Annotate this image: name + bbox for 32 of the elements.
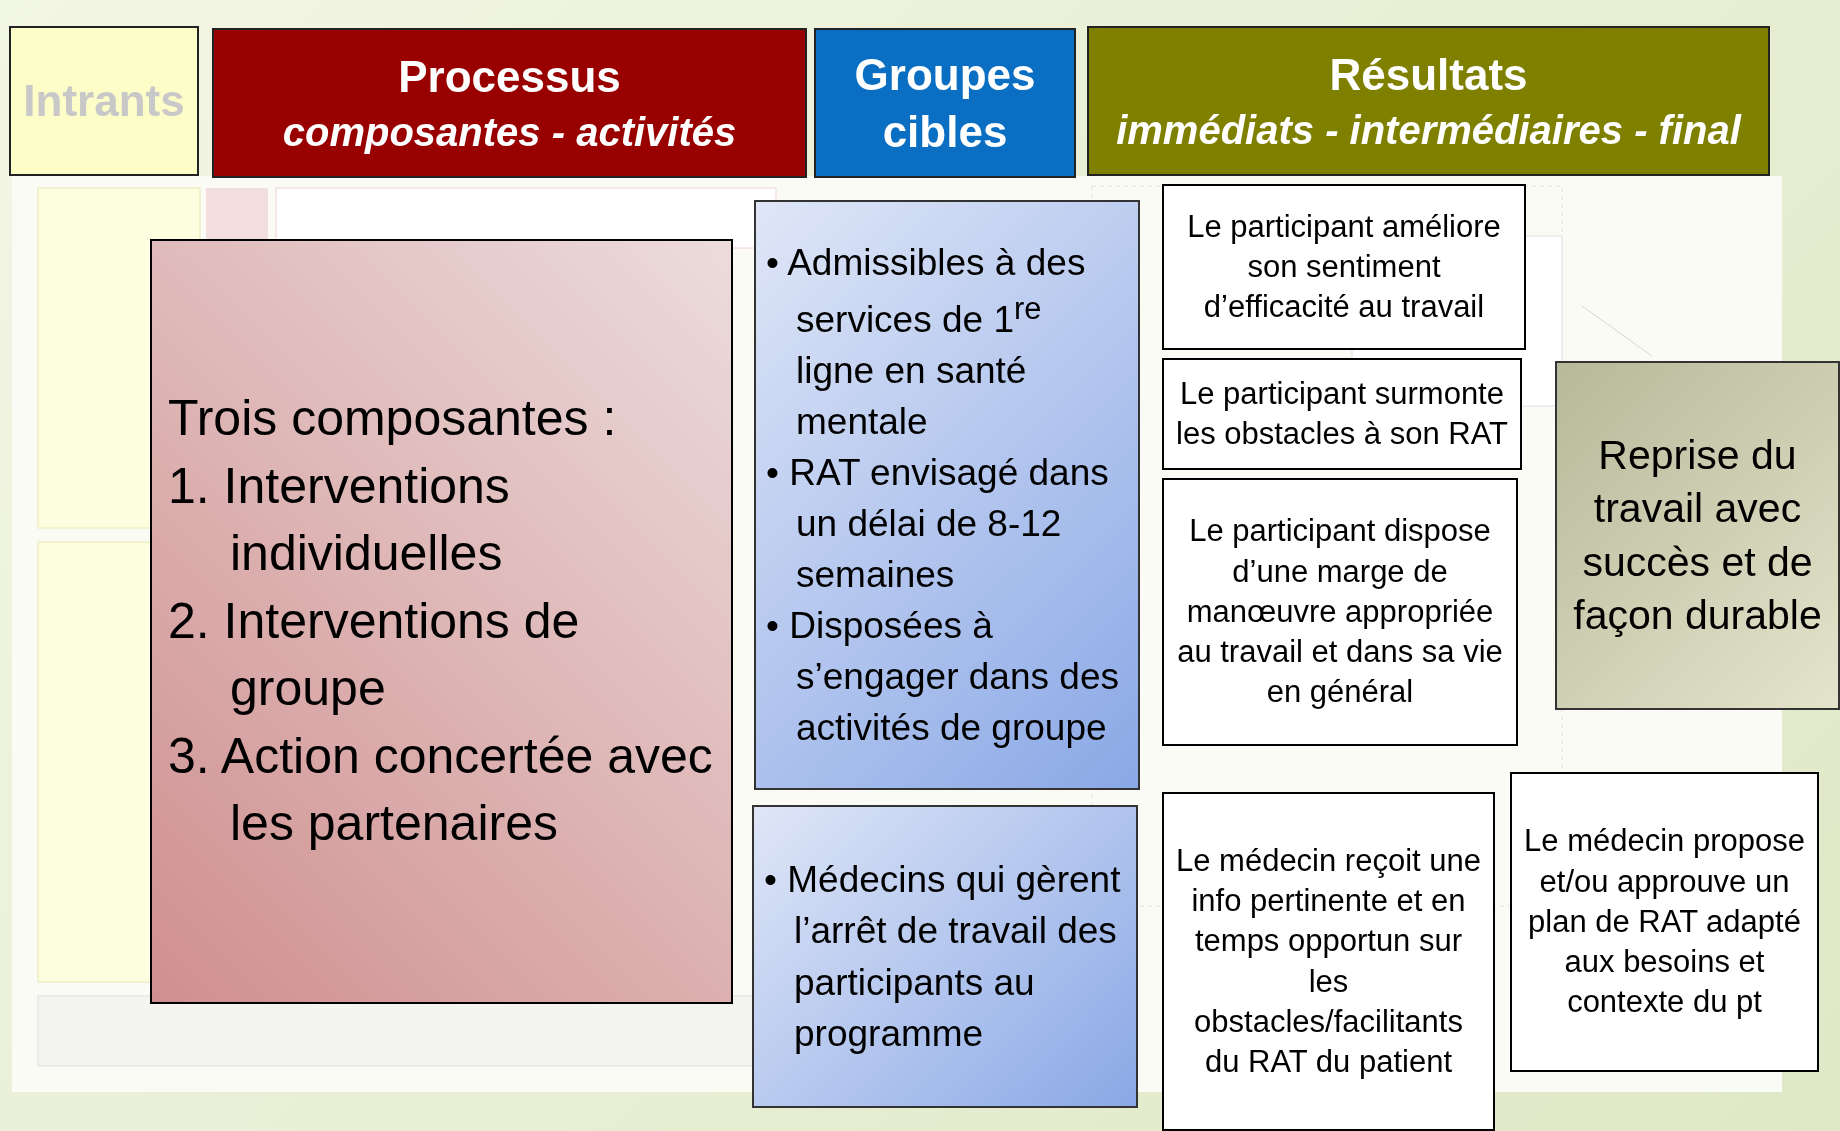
- box-text: Le médecin propose et/ou approuve un plan de RAT adapté aux besoins et contexte du pt: [1523, 822, 1806, 1022]
- header-title: Groupes cibles: [853, 48, 1037, 158]
- header-title: Processus: [398, 51, 621, 104]
- components-box: [150, 239, 733, 1004]
- box-text: Reprise du travail avec succès et de façon durable: [1572, 430, 1823, 640]
- list-item: 1. Interventions individuelles: [168, 456, 511, 584]
- intrants-header: [9, 26, 199, 176]
- outcome-box: [1510, 772, 1819, 1072]
- results-header: [1087, 26, 1770, 176]
- physician-group-box: [752, 805, 1138, 1108]
- box-text: Le participant améliore son sentiment d’efficacité au travail: [1186, 207, 1502, 327]
- list-item: 2. Interventions de groupe: [168, 591, 581, 719]
- header-subtitle: immédiats - intermédiaires - final: [1116, 106, 1741, 154]
- outcome-box: [1162, 358, 1522, 470]
- bullet-item: • Disposées à s’engager dans des activités de groupe: [766, 604, 1120, 751]
- header-subtitle: composantes - activités: [282, 108, 737, 156]
- bullet-item: • RAT envisagé dans un délai de 8-12 semaines: [766, 451, 1110, 598]
- box-text: Le participant dispose d’une marge de manœuvre appropriée au travail et dans sa vie en général: [1176, 512, 1504, 712]
- bullet-item: • Admissibles à des services de 1$^{re}$ ligne en santé mentale: [766, 240, 1087, 445]
- bullet-item: • Médecins qui gèrent l’arrêt de travail des participants au programme: [764, 858, 1122, 1056]
- outcome-box: [1162, 184, 1526, 350]
- header-title: Résultats: [1329, 49, 1528, 102]
- outcome-box: [1162, 478, 1518, 746]
- box-text: Le médecin reçoit une info pertinente et en temps opportun sur les obstacles/facilitants du RAT du patient: [1175, 841, 1482, 1082]
- target-groups-header: [814, 28, 1076, 178]
- list-item: 3. Action concertée avec les partenaires: [168, 726, 714, 854]
- box-text: Le participant surmonte les obstacles à son RAT: [1175, 374, 1509, 453]
- outcome-box: [1162, 792, 1495, 1131]
- list-heading: Trois composantes :: [168, 389, 618, 449]
- final-outcome-box: [1555, 361, 1840, 710]
- target-group-box: [754, 200, 1140, 790]
- process-header: [212, 28, 807, 178]
